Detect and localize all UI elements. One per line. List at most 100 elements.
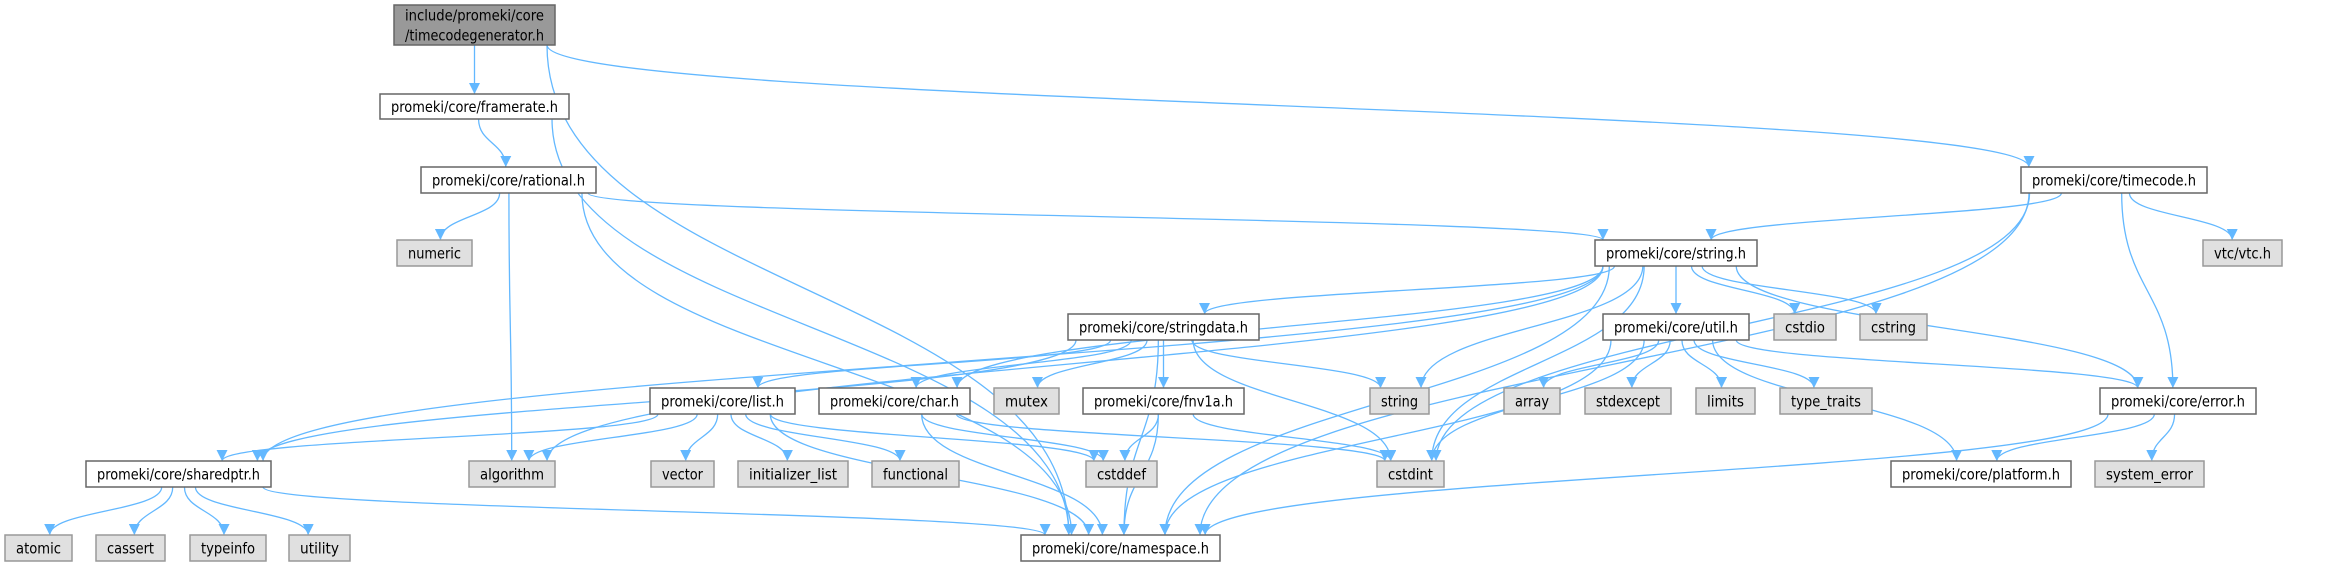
node-framerate[interactable]: promeki/core/framerate.h (379, 93, 570, 120)
edge-root-to-timecode (546, 44, 2035, 168)
edge-stringdata-to-string (1191, 339, 1387, 389)
node-box (2094, 460, 2205, 488)
edge-error-to-platform (1991, 413, 2156, 462)
edge-stringh-to-cstring (1701, 265, 1882, 315)
edge-list-to-functional (745, 413, 906, 462)
node-mutex: mutex (993, 387, 1060, 415)
node-atomic: atomic (4, 534, 73, 562)
edge-rational-to-algorithm (506, 192, 518, 462)
node-stdexcept: stdexcept (1584, 387, 1672, 415)
node-label: promeki/core/string.h (1606, 245, 1746, 263)
edge-timecode-to-namespace (1194, 192, 2030, 536)
node-namespace[interactable]: promeki/core/namespace.h (1020, 534, 1221, 562)
node-error[interactable]: promeki/core/error.h (2099, 387, 2257, 415)
node-label: system_error (2106, 466, 2194, 485)
edge-stringdata-to-cstdint (1192, 339, 1397, 462)
node-label: cstdio (1785, 319, 1825, 337)
node-box (1067, 313, 1260, 341)
node-cassert: cassert (95, 534, 166, 562)
node-stringh[interactable]: promeki/core/string.h (1594, 239, 1758, 267)
node-stringdata[interactable]: promeki/core/stringdata.h (1067, 313, 1260, 341)
node-util[interactable]: promeki/core/util.h (1602, 313, 1750, 341)
node-list[interactable]: promeki/core/list.h (649, 387, 796, 415)
edge-error-to-namespace (1199, 413, 2109, 536)
node-cstring: cstring (1859, 313, 1928, 341)
node-initializer-list: initializer_list (737, 460, 849, 488)
node-label: cstdint (1388, 466, 1433, 484)
node-label: cassert (107, 540, 154, 558)
edge-sharedptr-to-utility (194, 486, 314, 536)
node-box (1503, 387, 1561, 415)
node-timecode[interactable]: promeki/core/timecode.h (2020, 166, 2208, 194)
node-box (1594, 239, 1758, 267)
edge-list-to-vector (680, 413, 719, 462)
node-box (85, 460, 272, 488)
node-label: promeki/core/error.h (2111, 393, 2245, 411)
edge-stringh-to-cstdint (1426, 265, 1645, 462)
node-box (396, 239, 473, 267)
node-label: cstring (1871, 319, 1916, 337)
node-label: promeki/core/stringdata.h (1079, 319, 1248, 337)
node-string: string (1369, 387, 1430, 415)
edge-util-to-namespace (1159, 339, 1612, 536)
node-box (818, 387, 971, 415)
edge-rational-to-namespace (581, 192, 1078, 536)
node-fnv1a[interactable]: promeki/core/fnv1a.h (1082, 387, 1245, 415)
node-box (468, 460, 556, 488)
edge-stringh-to-cstdio (1690, 265, 1801, 315)
node-limits: limits (1695, 387, 1756, 415)
edge-stringdata-to-mutex (1032, 339, 1148, 389)
edge-fnv1a-to-cstddef (1119, 413, 1160, 462)
edge-stringh-to-char (951, 265, 1604, 389)
node-box (1376, 460, 1445, 488)
node-label: promeki/core/namespace.h (1032, 540, 1209, 558)
node-char[interactable]: promeki/core/char.h (818, 387, 971, 415)
node-label: stdexcept (1596, 393, 1660, 411)
node-array: array (1503, 387, 1561, 415)
edge-stringh-to-stringdata (1199, 265, 1616, 315)
node-box (393, 4, 556, 46)
edge-stringh-to-string (1415, 265, 1644, 389)
edge-sharedptr-to-cassert (128, 486, 174, 536)
node-rational[interactable]: promeki/core/rational.h (420, 166, 597, 194)
edge-util-to-limits (1681, 339, 1728, 389)
node-sharedptr[interactable]: promeki/core/sharedptr.h (85, 460, 272, 488)
node-functional: functional (871, 460, 960, 488)
node-label: vtc/vtc.h (2214, 245, 2271, 263)
edge-framerate-to-rational (477, 118, 512, 168)
node-label: promeki/core/fnv1a.h (1094, 393, 1233, 411)
node-box (993, 387, 1060, 415)
node-system-error: system_error (2094, 460, 2205, 488)
node-typeinfo: typeinfo (189, 534, 267, 562)
node-label: numeric (408, 245, 461, 263)
node-label: /timecodegenerator.h (405, 27, 544, 45)
node-box (288, 534, 351, 562)
node-vector: vector (650, 460, 715, 488)
node-label: initializer_list (749, 466, 837, 485)
node-label: promeki/core/timecode.h (2032, 172, 2196, 190)
node-label: array (1515, 393, 1549, 411)
node-box (1082, 387, 1245, 415)
node-label: vector (662, 466, 704, 484)
node-box (1369, 387, 1430, 415)
node-algorithm: algorithm (468, 460, 556, 488)
node-label: promeki/core/list.h (661, 393, 784, 411)
edge-root-to-namespace (546, 44, 1075, 536)
node-label: promeki/core/sharedptr.h (97, 466, 260, 484)
node-utility: utility (288, 534, 351, 562)
edge-error-to-system_error (2146, 413, 2176, 462)
node-label: mutex (1005, 393, 1048, 411)
node-box (379, 93, 570, 120)
node-box (649, 387, 796, 415)
edge-stringh-to-algorithm (541, 265, 1604, 462)
edge-stringh-to-error (1735, 265, 2144, 389)
node-platform[interactable]: promeki/core/platform.h (1890, 460, 2072, 488)
node-label: promeki/core/framerate.h (391, 98, 558, 116)
node-label: typeinfo (201, 540, 255, 558)
node-label: promeki/core/rational.h (432, 172, 585, 190)
edge-timecode-to-vtc (2128, 192, 2238, 241)
node-label: cstddef (1097, 466, 1147, 484)
node-label: promeki/core/char.h (830, 393, 959, 411)
node-label: promeki/core/platform.h (1902, 466, 2060, 484)
edge-char-to-namespace (920, 413, 1108, 536)
